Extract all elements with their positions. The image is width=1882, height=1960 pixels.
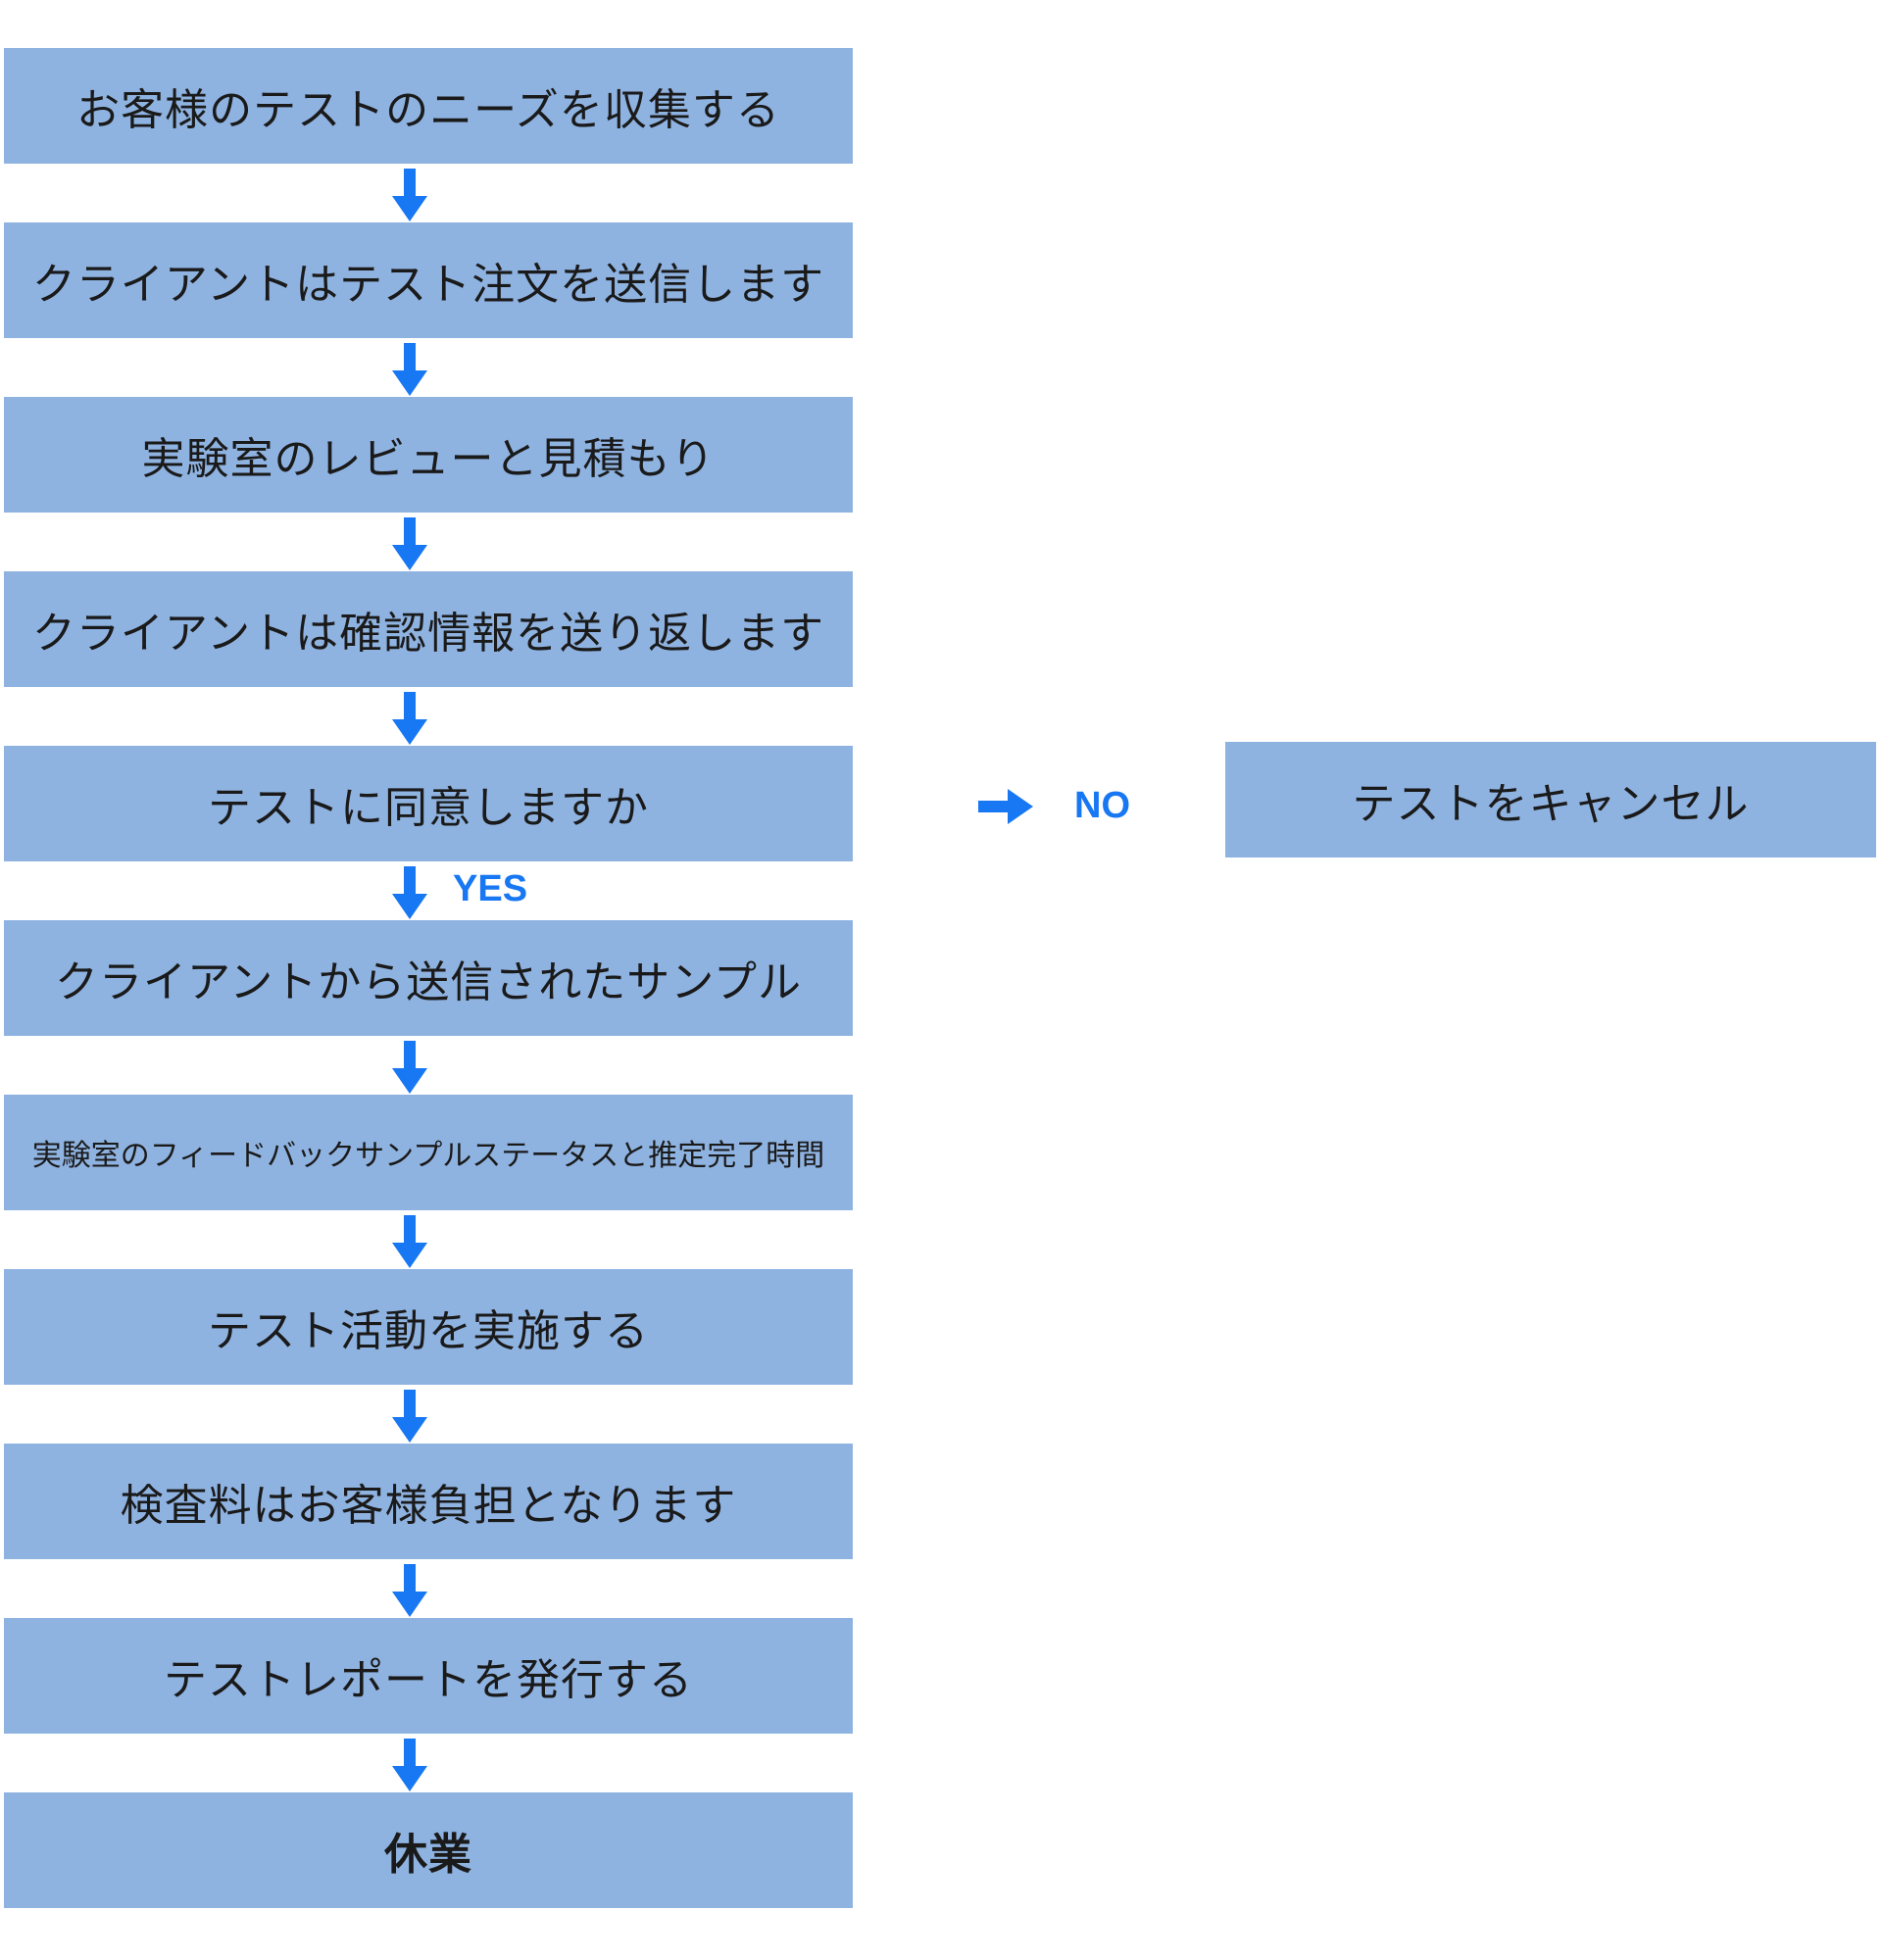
arrow-down-icon xyxy=(392,517,427,570)
step-send-confirmation: クライアントは確認情報を送り返します xyxy=(4,571,853,687)
arrow-down-icon xyxy=(392,1215,427,1268)
arrow-down-icon xyxy=(392,1564,427,1617)
arrow-down-icon xyxy=(392,1390,427,1443)
step-conduct-test: テスト活動を実施する xyxy=(4,1269,853,1385)
step-cancel-test: テストをキャンセル xyxy=(1225,742,1876,858)
step-close: 休業 xyxy=(4,1792,853,1908)
arrow-right-icon xyxy=(978,789,1033,824)
step-sample-sent: クライアントから送信されたサンプル xyxy=(4,920,853,1036)
step-submit-order: クライアントはテスト注文を送信します xyxy=(4,222,853,338)
step-issue-report: テストレポートを発行する xyxy=(4,1618,853,1734)
step-collect-needs: お客様のテストのニーズを収集する xyxy=(4,48,853,164)
step-test-fee: 検査料はお客様負担となります xyxy=(4,1444,853,1559)
arrow-down-icon xyxy=(392,1739,427,1791)
yes-label: YES xyxy=(453,868,528,909)
arrow-down-icon xyxy=(392,692,427,745)
arrow-down-icon xyxy=(392,169,427,221)
arrow-down-icon xyxy=(392,1041,427,1094)
step-lab-review: 実験室のレビューと見積もり xyxy=(4,397,853,513)
step-decision-agree: テストに同意しますか xyxy=(4,746,853,861)
step-lab-feedback: 実験室のフィードバックサンプルステータスと推定完了時間 xyxy=(4,1095,853,1210)
no-label: NO xyxy=(1074,785,1130,826)
arrow-down-icon xyxy=(392,866,427,919)
arrow-down-icon xyxy=(392,343,427,396)
